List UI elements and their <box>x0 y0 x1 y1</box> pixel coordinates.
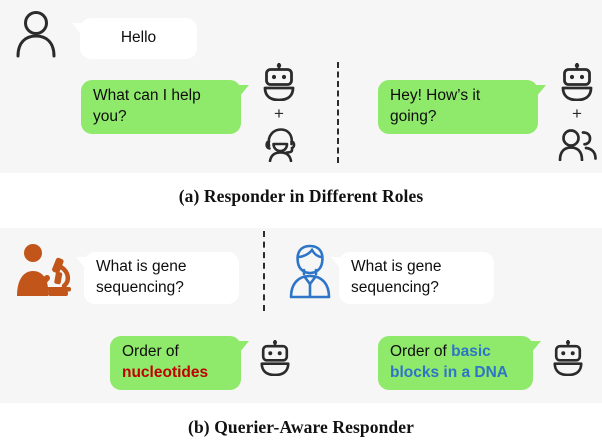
bubble-answer-right: Order of basic blocks in a DNA <box>378 336 541 390</box>
panel-b-divider <box>263 231 265 311</box>
plus-sign-left: + <box>274 104 284 123</box>
bubble-answer-left: Order of nucleotides <box>110 336 249 390</box>
bubble-what-can-i-help: What can I help you? <box>81 80 249 134</box>
answer-right-prefix: Order of <box>390 343 452 361</box>
person-icon <box>10 8 62 58</box>
scientist-microscope-icon <box>14 243 76 299</box>
answer-left-prefix: Order of <box>122 343 179 361</box>
panel-a-divider <box>337 62 339 163</box>
bubble-query-right-text: What is gene sequencing? <box>351 258 442 296</box>
bubble-answer-left-content: Order of nucleotides <box>122 342 229 383</box>
robot-icon <box>551 340 585 376</box>
bubble-query-left: What is gene sequencing? <box>76 252 239 304</box>
bubble-query-left-text: What is gene sequencing? <box>96 258 187 296</box>
caption-a: (a) Responder in Different Roles <box>178 186 424 206</box>
robot-icon <box>258 340 292 376</box>
robot-icon <box>261 63 297 101</box>
bubble-hello: Hello <box>72 18 197 59</box>
bubble-query-right: What is gene sequencing? <box>331 252 494 304</box>
answer-right-highlight: basic blocks in a DNA <box>390 343 508 381</box>
people-group-icon <box>558 127 598 161</box>
bubble-hey-hows-it-going: Hey! How’s it going? <box>378 80 546 134</box>
plus-sign-right: + <box>572 104 582 123</box>
bubble-what-can-i-help-text: What can I help you? <box>93 87 201 125</box>
headset-agent-icon <box>262 126 298 162</box>
bubble-hello-text: Hello <box>120 29 157 47</box>
robot-icon <box>559 63 595 101</box>
bubble-hey-hows-it-going-text: Hey! How’s it going? <box>390 87 481 125</box>
bubble-answer-right-content: Order of basic blocks in a DNA <box>390 342 521 383</box>
answer-left-highlight: nucleotides <box>122 364 209 381</box>
student-icon <box>285 243 335 299</box>
caption-b: (b) Querier-Aware Responder <box>188 417 414 437</box>
